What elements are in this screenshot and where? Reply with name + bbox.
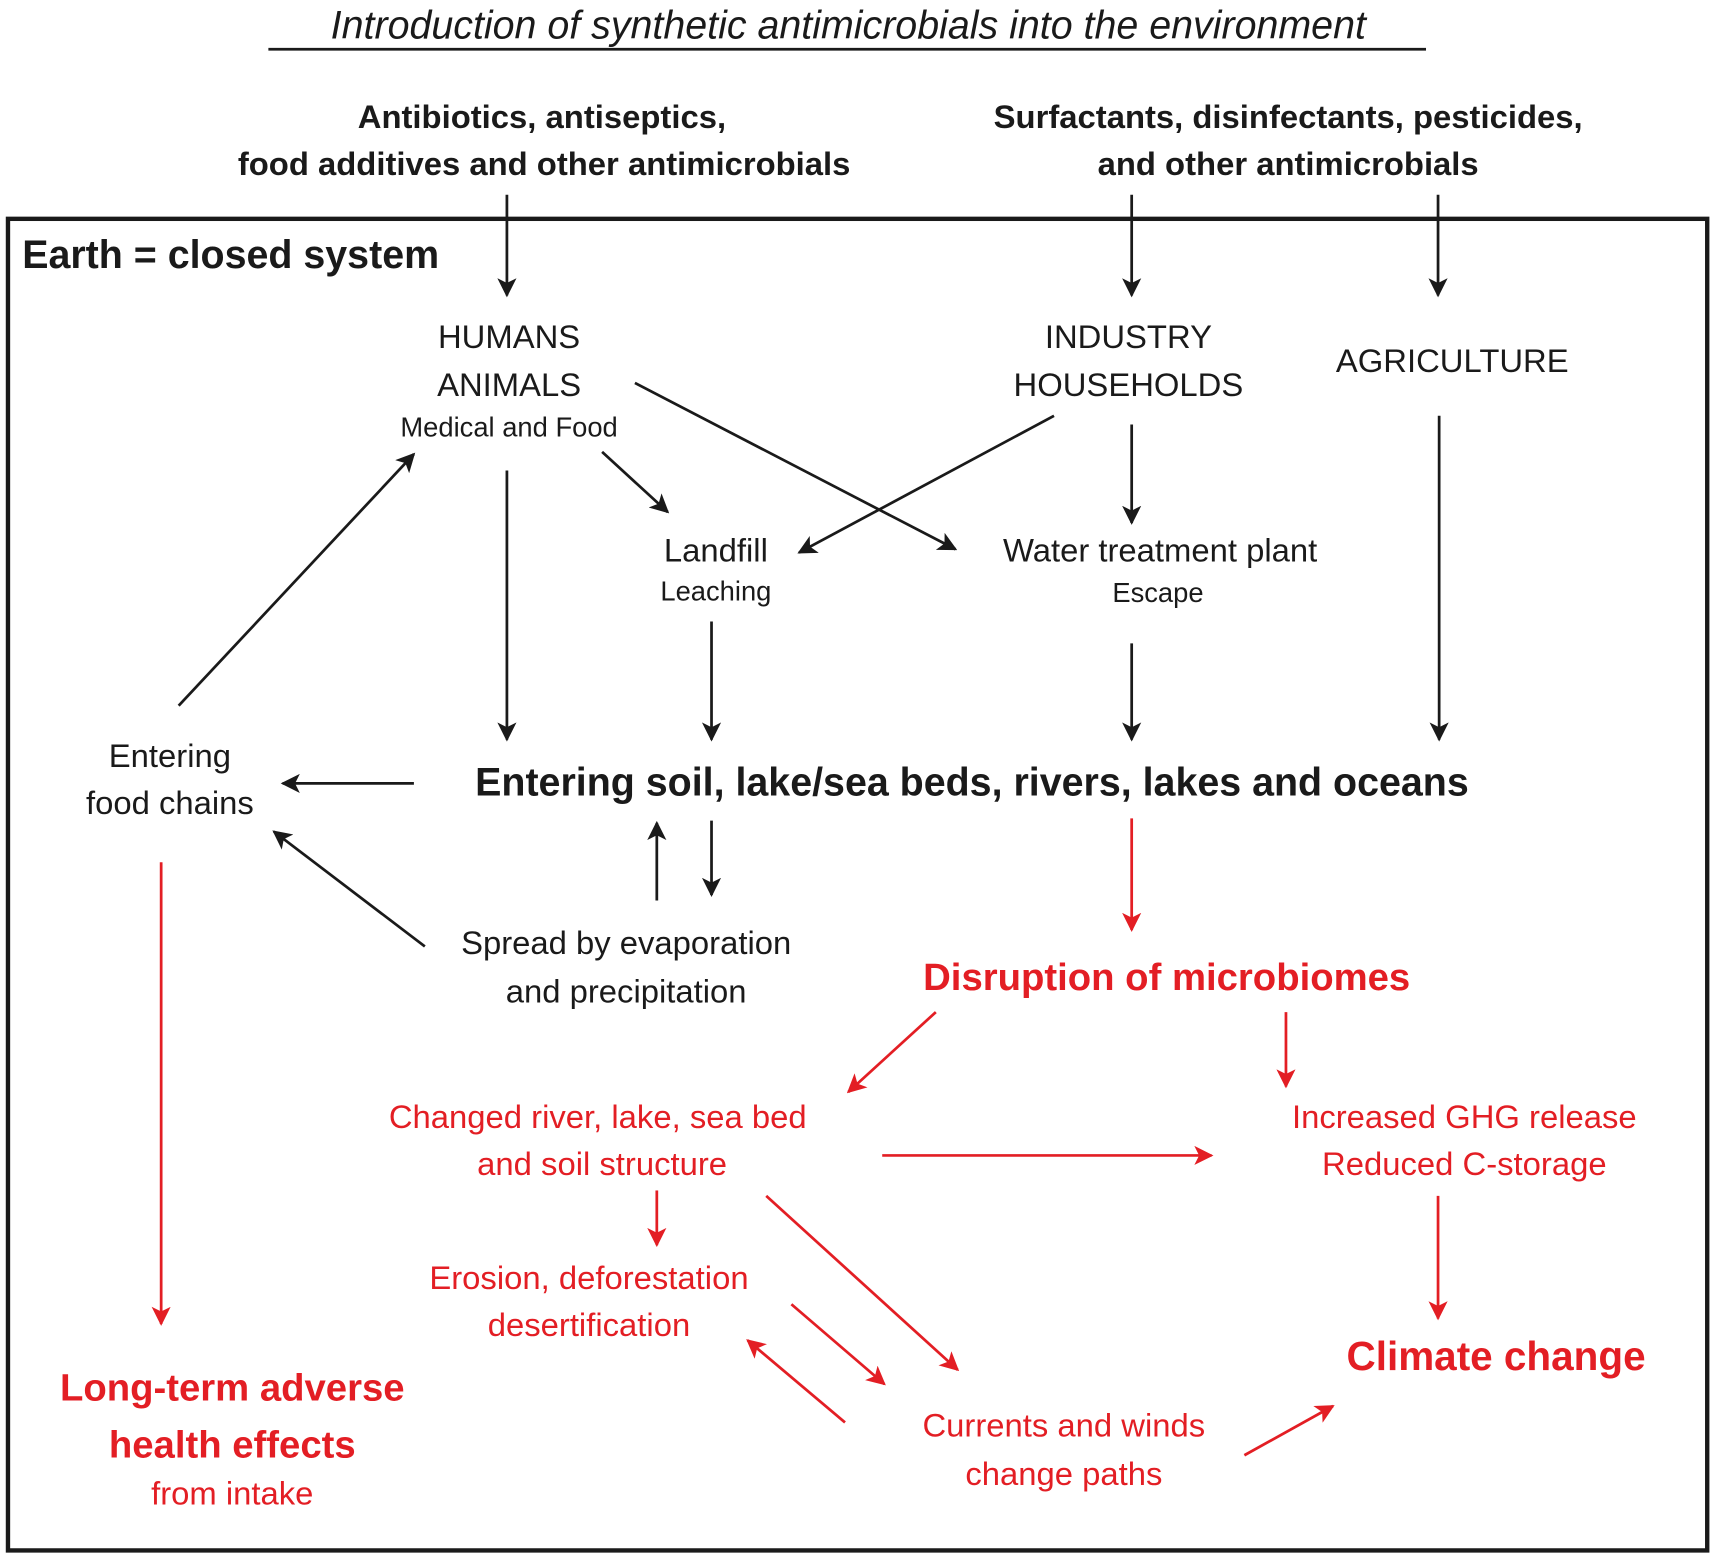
arrow-icon bbox=[1243, 1404, 1335, 1457]
arrow-icon bbox=[797, 414, 1055, 554]
node-ghg: Increased GHG release Reduced C-storage bbox=[1292, 1098, 1637, 1182]
diagram-title: Introduction of synthetic antimicrobials… bbox=[331, 3, 1368, 47]
node-humans-line3: Medical and Food bbox=[400, 412, 617, 443]
node-erosion: Erosion, deforestation desertification bbox=[429, 1259, 748, 1343]
node-changed-line2: and soil structure bbox=[477, 1145, 727, 1182]
arrow-icon bbox=[177, 452, 416, 707]
node-water-line2: Escape bbox=[1112, 577, 1203, 608]
node-currents: Currents and winds change paths bbox=[923, 1407, 1206, 1492]
node-changed-structure: Changed river, lake, sea bed and soil st… bbox=[389, 1098, 807, 1182]
source-left-line1: Antibiotics, antiseptics, bbox=[358, 98, 726, 135]
arrow-icon bbox=[634, 381, 958, 551]
node-industry-line1: INDUSTRY bbox=[1045, 318, 1212, 355]
node-water-line1: Water treatment plant bbox=[1003, 531, 1317, 568]
node-currents-line1: Currents and winds bbox=[923, 1407, 1206, 1444]
arrow-icon bbox=[765, 1194, 960, 1372]
node-humans-line1: HUMANS bbox=[438, 318, 580, 355]
node-food-chains-line1: Entering bbox=[109, 737, 231, 774]
node-climate-change: Climate change bbox=[1346, 1333, 1645, 1379]
node-landfill: Landfill Leaching bbox=[660, 531, 771, 606]
node-health-line2: health effects bbox=[109, 1423, 356, 1466]
node-landfill-line2: Leaching bbox=[660, 576, 771, 607]
arrow-icon bbox=[746, 1339, 846, 1424]
node-erosion-line1: Erosion, deforestation bbox=[429, 1259, 748, 1296]
node-changed-line1: Changed river, lake, sea bed bbox=[389, 1098, 807, 1135]
node-spread: Spread by evaporation and precipitation bbox=[461, 924, 791, 1009]
node-erosion-line2: desertification bbox=[488, 1306, 690, 1343]
arrow-icon bbox=[601, 450, 670, 514]
arrow-icon bbox=[272, 830, 426, 948]
node-health-effects: Long-term adverse health effects from in… bbox=[60, 1367, 405, 1512]
source-right-line1: Surfactants, disinfectants, pesticides, bbox=[994, 98, 1583, 135]
node-ghg-line2: Reduced C-storage bbox=[1322, 1145, 1607, 1182]
node-agriculture: AGRICULTURE bbox=[1336, 342, 1569, 379]
source-right-line2: and other antimicrobials bbox=[1098, 145, 1479, 182]
system-label: Earth = closed system bbox=[22, 233, 439, 277]
node-food-chains: Entering food chains bbox=[86, 737, 254, 821]
red-arrows bbox=[151, 818, 1448, 1457]
node-industry-line2: HOUSEHOLDS bbox=[1014, 366, 1244, 403]
node-spread-line2: and precipitation bbox=[506, 972, 747, 1009]
node-humans-line2: ANIMALS bbox=[437, 366, 581, 403]
node-ghg-line1: Increased GHG release bbox=[1292, 1098, 1637, 1135]
source-left-line2: food additives and other antimicrobials bbox=[238, 145, 851, 182]
node-food-chains-line2: food chains bbox=[86, 784, 254, 821]
earth-system-box bbox=[5, 216, 1710, 1553]
black-arrows bbox=[177, 194, 1449, 948]
node-landfill-line1: Landfill bbox=[664, 531, 768, 568]
arrow-icon bbox=[790, 1303, 886, 1386]
node-industry: INDUSTRY HOUSEHOLDS bbox=[1014, 318, 1244, 403]
node-environment: Entering soil, lake/sea beds, rivers, la… bbox=[475, 760, 1469, 804]
node-spread-line1: Spread by evaporation bbox=[461, 924, 791, 961]
arrow-icon bbox=[846, 1011, 937, 1094]
node-humans: HUMANS ANIMALS Medical and Food bbox=[400, 318, 617, 443]
node-water-treatment: Water treatment plant Escape bbox=[1003, 531, 1317, 607]
node-disruption: Disruption of microbiomes bbox=[923, 956, 1410, 999]
node-currents-line2: change paths bbox=[965, 1455, 1162, 1492]
node-health-line3: from intake bbox=[151, 1474, 313, 1511]
node-health-line1: Long-term adverse bbox=[60, 1367, 405, 1410]
